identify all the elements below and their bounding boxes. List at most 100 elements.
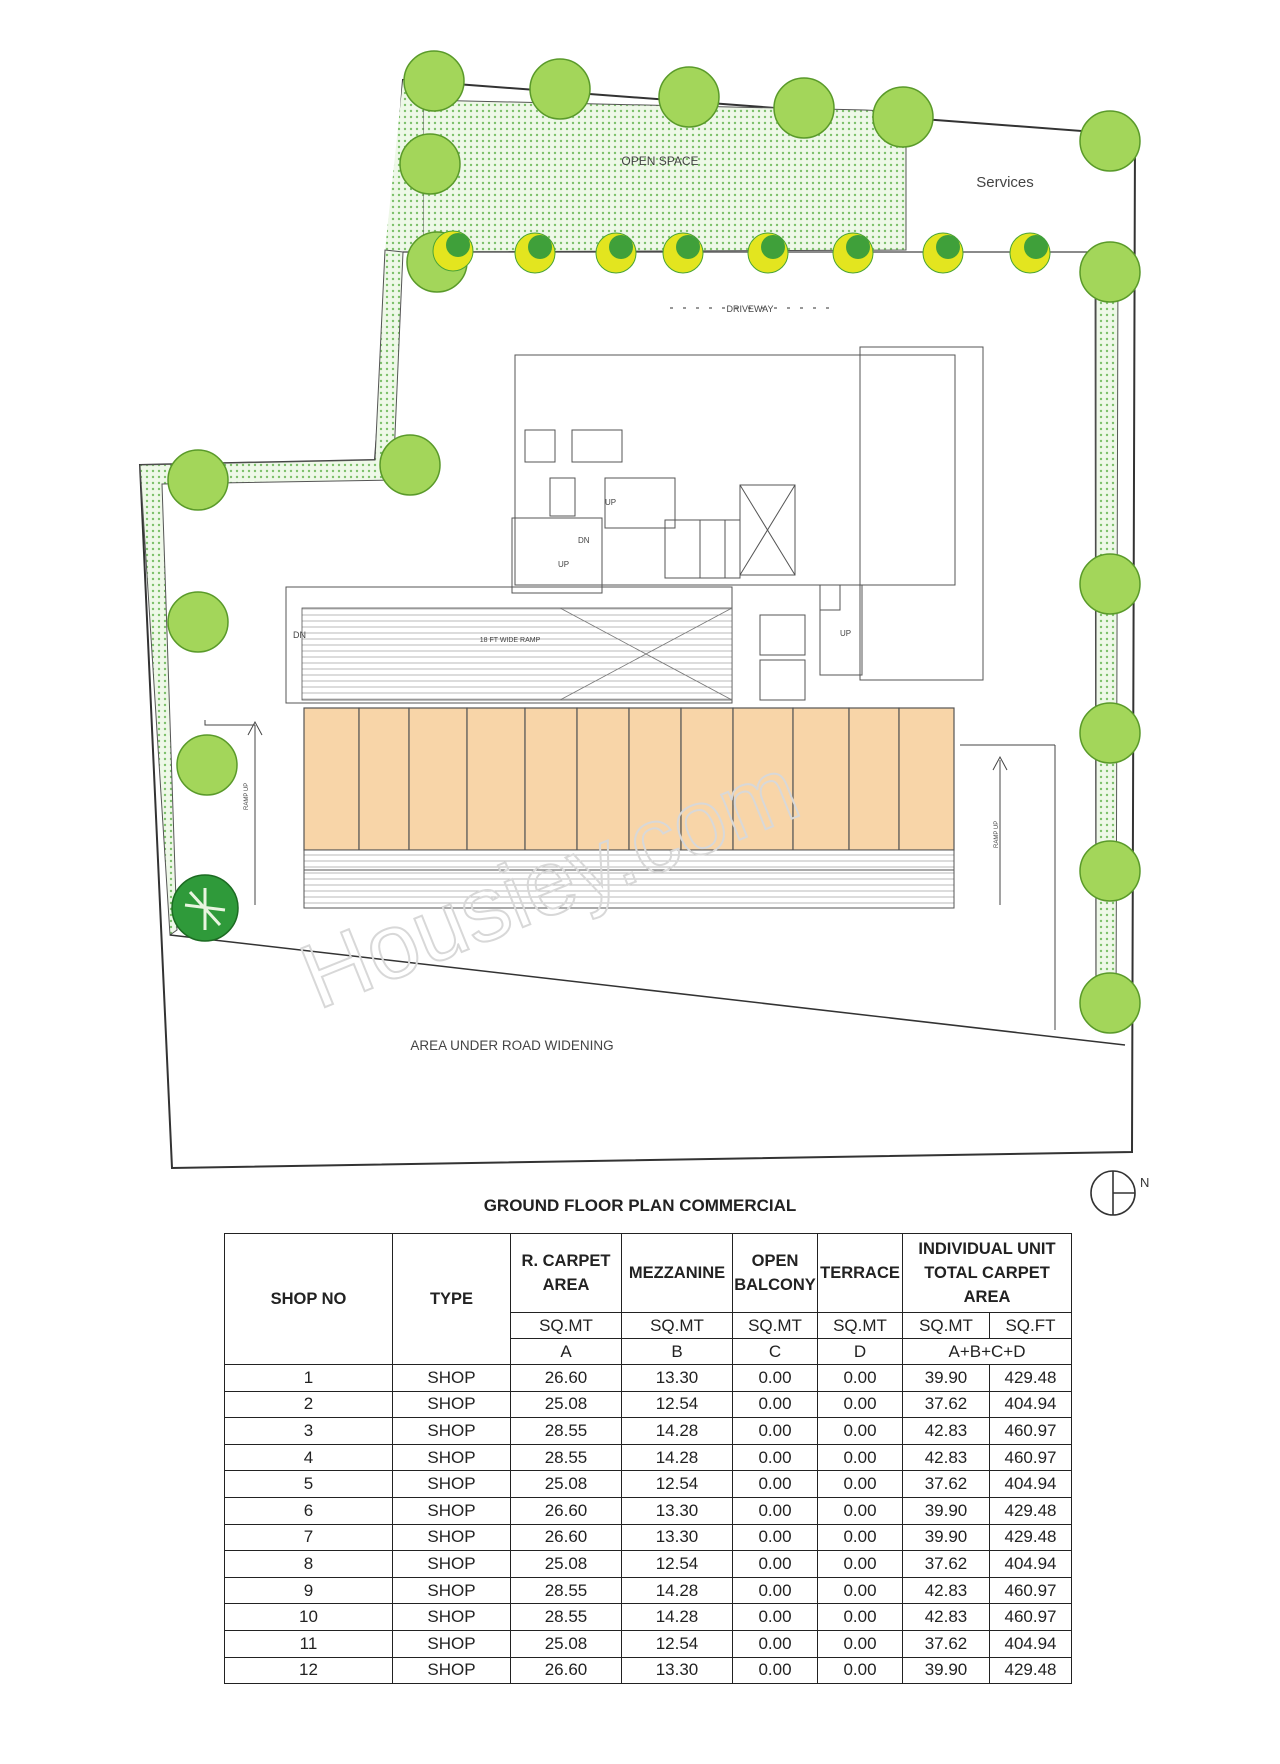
letter-cell: D	[817, 1338, 903, 1365]
carpet-area: 25.08	[510, 1629, 622, 1658]
mezzanine-area: 13.30	[621, 1364, 733, 1392]
total-sqft: 429.48	[989, 1496, 1072, 1525]
unit-cell: SQ.MT	[621, 1312, 733, 1339]
ramp	[285, 586, 733, 704]
carpet-area: 28.55	[510, 1576, 622, 1605]
up-label-1: UP	[605, 498, 616, 507]
balcony-area: 0.00	[732, 1656, 818, 1685]
building-core	[511, 346, 984, 701]
carpet-area: 28.55	[510, 1417, 622, 1445]
terrace-area: 0.00	[817, 1603, 903, 1631]
shop-type: SHOP	[392, 1576, 511, 1605]
unit-cell: SQ.MT	[902, 1312, 990, 1339]
shop-no: 2	[224, 1390, 393, 1419]
carpet-area: 25.08	[510, 1550, 622, 1578]
total-sqmt: 39.90	[902, 1523, 990, 1552]
up-label-3: UP	[840, 629, 851, 638]
balcony-area: 0.00	[732, 1603, 818, 1631]
header-shop-no: SHOP NO	[224, 1233, 393, 1365]
balcony-area: 0.00	[732, 1470, 818, 1498]
total-sqmt: 37.62	[902, 1629, 990, 1658]
terrace-area: 0.00	[817, 1550, 903, 1578]
shop-type: SHOP	[392, 1496, 511, 1525]
total-sqmt: 42.83	[902, 1417, 990, 1445]
total-sqft: 429.48	[989, 1523, 1072, 1552]
services-label: Services	[976, 174, 1034, 191]
carpet-area: 26.60	[510, 1364, 622, 1392]
table-title: GROUND FLOOR PLAN COMMERCIAL	[483, 1196, 797, 1215]
terrace-area: 0.00	[817, 1496, 903, 1525]
mezzanine-area: 13.30	[621, 1523, 733, 1552]
open-space-area	[422, 99, 907, 253]
letter-cell: A	[510, 1338, 622, 1365]
shop-no: 7	[224, 1523, 393, 1552]
open-space-label: OPEN SPACE	[621, 154, 698, 168]
total-sqft: 404.94	[989, 1629, 1072, 1658]
terrace-area: 0.00	[817, 1629, 903, 1658]
terrace-area: 0.00	[817, 1390, 903, 1419]
total-sqmt: 42.83	[902, 1603, 990, 1631]
carpet-area: 28.55	[510, 1443, 622, 1472]
mezzanine-area: 12.54	[621, 1470, 733, 1498]
shop-type: SHOP	[392, 1629, 511, 1658]
dn-label-2: DN	[578, 536, 590, 545]
shop-units	[303, 707, 955, 851]
shop-no: 6	[224, 1496, 393, 1525]
total-sqft: 404.94	[989, 1470, 1072, 1498]
dn-label: DN	[293, 630, 306, 640]
shop-no: 9	[224, 1576, 393, 1605]
carpet-area: 25.08	[510, 1470, 622, 1498]
palm-tree	[171, 874, 239, 942]
header-balcony: OPEN BALCONY	[732, 1233, 818, 1313]
mezzanine-area: 12.54	[621, 1550, 733, 1578]
up-label-2: UP	[558, 560, 569, 569]
unit-cell: SQ.FT	[989, 1312, 1072, 1339]
shop-type: SHOP	[392, 1443, 511, 1472]
ramp-label: 18 FT WIDE RAMP	[480, 637, 541, 644]
mezzanine-area: 13.30	[621, 1496, 733, 1525]
ramp-up-left: RAMP UP	[244, 783, 250, 810]
carpet-area: 28.55	[510, 1603, 622, 1631]
shop-type: SHOP	[392, 1656, 511, 1685]
balcony-area: 0.00	[732, 1523, 818, 1552]
mezzanine-area: 12.54	[621, 1390, 733, 1419]
shop-no: 3	[224, 1417, 393, 1445]
shop-no: 8	[224, 1550, 393, 1578]
total-sqmt: 39.90	[902, 1496, 990, 1525]
ramp-arrows	[204, 720, 1056, 1030]
unit-cell: SQ.MT	[732, 1312, 818, 1339]
terrace-area: 0.00	[817, 1443, 903, 1472]
unit-area-table: SHOP NO TYPE R. CARPET AREA MEZZANINE OP…	[224, 1233, 1072, 1685]
road-widening-label: AREA UNDER ROAD WIDENING	[410, 1038, 613, 1053]
terrace-area: 0.00	[817, 1523, 903, 1552]
shop-no: 5	[224, 1470, 393, 1498]
total-sqmt: 37.62	[902, 1390, 990, 1419]
carpet-area: 26.60	[510, 1656, 622, 1685]
total-sqft: 429.48	[989, 1656, 1072, 1685]
mezzanine-area: 14.28	[621, 1417, 733, 1445]
shop-front	[303, 849, 955, 909]
shop-type: SHOP	[392, 1603, 511, 1631]
terrace-area: 0.00	[817, 1470, 903, 1498]
site-plan: OPEN SPACE Services DRIVEWAY 18 FT WIDE …	[138, 50, 1141, 1170]
total-sqmt: 42.83	[902, 1576, 990, 1605]
unit-cell: SQ.MT	[817, 1312, 903, 1339]
balcony-area: 0.00	[732, 1364, 818, 1392]
shop-type: SHOP	[392, 1390, 511, 1419]
terrace-area: 0.00	[817, 1656, 903, 1685]
shop-no: 1	[224, 1364, 393, 1392]
small-trees	[432, 230, 1051, 274]
trees	[167, 50, 1141, 1034]
green-strip-right	[1094, 254, 1119, 1031]
total-sqmt: 39.90	[902, 1656, 990, 1685]
